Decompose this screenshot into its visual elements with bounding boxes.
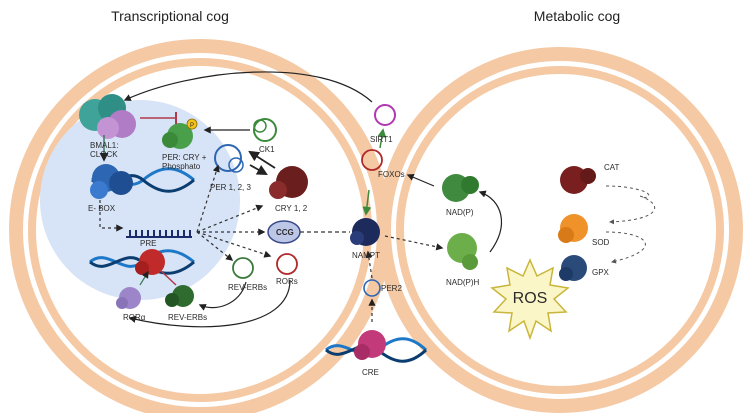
label-per2: PER2 [381, 284, 402, 293]
label-bmal1: BMAL1: [90, 141, 118, 150]
label-cry12: CRY 1, 2 [275, 204, 308, 213]
foxos-protein [361, 149, 383, 171]
per-cry-protein [162, 118, 198, 149]
rors-protein [276, 253, 298, 275]
label-pre: PRE [140, 239, 156, 248]
gpx-protein [559, 255, 587, 281]
rev-erbs-protein [232, 257, 254, 279]
label-sod: SOD [592, 238, 610, 247]
label-per-cry: PER: CRY + [162, 153, 207, 162]
cre-protein [354, 330, 386, 360]
cat-protein [560, 166, 596, 194]
nadp-protein [442, 174, 479, 202]
label-ros: ROS [513, 290, 548, 307]
sirt1-protein [374, 104, 396, 126]
label-phospho-p: P [190, 123, 194, 129]
metabolic-cog-title: Metabolic cog [534, 8, 620, 24]
label-cat: CAT [604, 163, 620, 172]
label-sirt1: SIRT1 [370, 135, 393, 144]
transcriptional-cog [9, 39, 391, 413]
label-gpx: GPX [592, 268, 610, 277]
label-nadph: NAD(P)H [446, 278, 480, 287]
ck1-protein [253, 118, 277, 142]
label-rors: RORs [276, 277, 298, 286]
gene-comb [126, 230, 192, 238]
label-rev-erbs-1: REV-ERBs [228, 283, 267, 292]
rora-protein [116, 287, 141, 309]
metabolic-cog [377, 47, 743, 413]
ros-starburst [490, 258, 570, 341]
arrows-metabolic [123, 71, 656, 322]
rev-erbs-protein-2 [165, 285, 194, 307]
per123-protein [214, 144, 244, 173]
label-cre: CRE [362, 368, 379, 377]
label-per123: PER 1, 2, 3 [210, 183, 251, 192]
cry12-protein [269, 166, 308, 199]
ebox-protein [90, 164, 133, 199]
label-phosphato: Phosphato [162, 162, 201, 171]
transcriptional-cog-title: Transcriptional cog [111, 8, 229, 24]
nucleus [40, 100, 240, 300]
label-foxos: FOXOs [378, 170, 405, 179]
label-nampt: NAMPT [352, 251, 380, 260]
sod-protein [558, 214, 588, 243]
label-ebox: E- BOX [88, 204, 116, 213]
arrows-transcriptional [99, 112, 350, 328]
label-rora: RORα [123, 313, 146, 322]
label-nadp: NAD(P) [446, 208, 474, 217]
label-ck1: CK1 [259, 145, 275, 154]
per2-protein [363, 279, 381, 297]
nampt-protein [350, 218, 380, 246]
label-ccg: CCG [276, 228, 294, 237]
label-clock: CLOCK [90, 150, 118, 159]
label-rev-erbs-2: REV-ERBs [168, 313, 207, 322]
bmal1-clock-protein [79, 94, 136, 139]
nadph-protein [447, 233, 478, 270]
